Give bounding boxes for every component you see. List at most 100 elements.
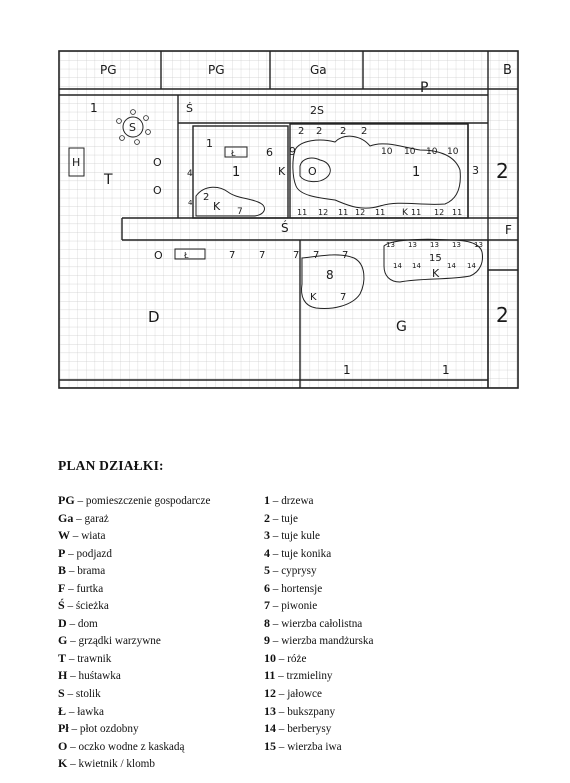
legend-code: F — [58, 580, 66, 595]
legend-desc: trzmieliny — [286, 670, 333, 683]
barberry-2: 14 — [412, 262, 421, 270]
legend-dash: – — [70, 635, 76, 648]
lower-peony-6: 7 — [340, 292, 346, 303]
legend-code: H — [58, 668, 68, 683]
legend-dash: – — [68, 705, 75, 718]
legend-code: K — [58, 756, 68, 771]
grid-paper — [59, 51, 518, 388]
legend-desc: wiata — [81, 530, 106, 543]
plot-boundary — [58, 50, 519, 389]
legend-desc: berberysy — [287, 723, 332, 736]
legend-code: Ś — [58, 598, 65, 613]
barberry-1: 14 — [393, 262, 402, 270]
right-pond: O — [308, 165, 317, 178]
lower-center-outline — [301, 254, 365, 309]
lower-peony-1: 7 — [229, 250, 235, 261]
legend-code: 6 — [264, 580, 270, 595]
legend-desc: tuje — [281, 512, 298, 525]
spindle-3: 11 — [338, 208, 348, 217]
spindle-4: 12 — [355, 208, 365, 217]
spindle-k: K — [402, 208, 409, 218]
house-area-pond-1: O — [153, 156, 162, 169]
legend-dash: – — [272, 635, 279, 648]
legend-code: 15 — [264, 738, 276, 753]
legend-desc: dom — [77, 617, 98, 630]
legend-code: 12 — [264, 686, 276, 701]
legend-code: 2 — [264, 510, 270, 525]
lower-willow: 8 — [326, 268, 334, 282]
legend-code: T — [58, 650, 67, 665]
legend-dash: – — [68, 565, 75, 578]
legend-desc: wierzba mandżurska — [281, 635, 374, 648]
middle-tree: 1 — [206, 137, 213, 150]
legend-code: Ł — [58, 703, 67, 718]
legend-code: 3 — [264, 528, 270, 543]
legend-desc: furtka — [76, 582, 104, 595]
boxwood-2: 13 — [408, 241, 417, 249]
legend-dash: – — [278, 652, 285, 665]
legend-dash: – — [76, 512, 82, 525]
bench-rect — [224, 146, 248, 158]
legend-item: G – grządki warzywne — [58, 632, 210, 650]
legend-desc: cyprysy — [281, 565, 317, 578]
right-willow: 9 — [289, 145, 296, 158]
legend-code: 14 — [264, 721, 276, 736]
rose-2: 10 — [404, 147, 416, 157]
middle-flowerbed: K — [213, 200, 221, 213]
fence-top-label: 2S — [310, 104, 324, 117]
legend-desc: hortensje — [281, 582, 323, 595]
legend-dash: – — [72, 530, 79, 543]
top-label-pg-1: PG — [100, 63, 117, 77]
lower-flowerbed: K — [310, 292, 317, 303]
legend-dash: – — [278, 670, 284, 683]
rose-4: 10 — [447, 147, 459, 157]
legend-item: H – huśtawka — [58, 667, 210, 685]
legend-desc: pomieszczenie gospodarcze — [85, 495, 211, 507]
legend-desc: tuje konika — [281, 547, 332, 560]
legend-dash: – — [272, 512, 279, 525]
right-edge-thuja-2: 2 — [496, 303, 509, 327]
legend-item: T – trawnik — [58, 650, 210, 668]
legend-item: 6 – hortensje — [264, 580, 373, 598]
middle-peony: 7 — [237, 207, 243, 217]
legend-item: 1 – drzewa — [264, 492, 373, 510]
top-label-ga: Ga — [310, 63, 327, 77]
legend-dash: – — [272, 565, 279, 578]
right-edge-thuja-1: 2 — [496, 159, 509, 183]
legend-dash: – — [68, 582, 74, 595]
house-area-lawn: T — [103, 172, 113, 188]
legend-item: 11 – trzmieliny — [264, 667, 373, 685]
lower-peony-3: 7 — [293, 250, 299, 261]
house-area-tree: 1 — [90, 101, 98, 115]
top-label-b: B — [503, 63, 512, 78]
legend-dash: – — [272, 495, 279, 507]
boxwood-4: 13 — [452, 241, 461, 249]
legend-dash: – — [272, 547, 279, 560]
legend-item: B – brama — [58, 562, 210, 580]
legend-dash: – — [70, 740, 76, 753]
legend-desc: podjazd — [76, 547, 112, 560]
lower-peony-2: 7 — [259, 250, 265, 261]
thuja-row-1: 2 — [298, 126, 304, 137]
legend-desc: wierzba całolistna — [281, 617, 363, 630]
middle-marker-k: K — [278, 165, 286, 178]
legend-dash: – — [278, 705, 285, 718]
legend-item: K – kwietnik / klomb — [58, 755, 210, 773]
legend-item: 5 – cyprysy — [264, 562, 373, 580]
middle-thuja-stack: 4 — [188, 199, 193, 207]
house-label: D — [148, 308, 160, 326]
legend-code: 13 — [264, 703, 276, 718]
legend-dash: – — [272, 617, 279, 630]
legend-dash: – — [68, 652, 75, 665]
legend-item: O – oczko wodne z kaskadą — [58, 738, 210, 756]
barberry-4: 14 — [467, 262, 476, 270]
flowerbed-outline — [195, 186, 265, 217]
legend-title: PLAN DZIAŁKI: — [58, 458, 164, 473]
lower-peony-4: 7 — [313, 250, 319, 261]
legend-desc: huśtawka — [78, 670, 121, 683]
right-thuja-ball: 3 — [472, 164, 479, 177]
pond-outline — [299, 157, 331, 183]
legend-desc: ścieżka — [75, 600, 109, 613]
legend-code: Pł — [58, 721, 69, 736]
thuja-row-2: 2 — [316, 126, 322, 137]
